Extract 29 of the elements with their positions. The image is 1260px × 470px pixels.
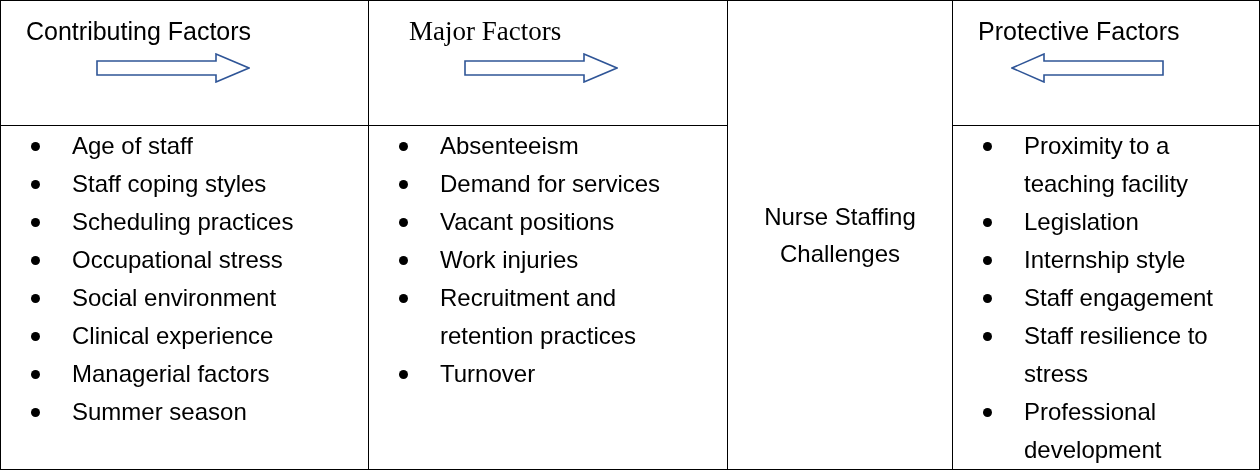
list-item: Social environment [72,283,278,313]
list-item: Staff engagement [1024,283,1215,313]
list-item: Legislation [1024,207,1140,237]
header-cell [952,0,1260,126]
list-item: Recruitment and retention practices [440,283,638,351]
list-item: Clinical experience [72,321,275,351]
list-item: Professional development [1024,397,1163,465]
center-text: Nurse Staffing Challenges [763,202,917,269]
header-text: Contributing Factors [26,16,252,47]
header-cell [0,0,369,126]
header-text: Major Factors [408,15,562,47]
list-item: Age of staff [72,131,194,161]
list-item: Demand for services [440,169,662,199]
list-cell [0,125,369,470]
header-text: Protective Factors [978,16,1180,47]
list-item: Proximity to a teaching facility [1024,131,1190,199]
list-item: Occupational stress [72,245,284,275]
list-item: Vacant positions [440,207,616,237]
list-item: Scheduling practices [72,207,295,237]
list-item: Managerial factors [72,359,271,389]
list-item: Absenteeism [440,131,580,161]
list-item: Staff resilience to stress [1024,321,1209,389]
list-item: Summer season [72,397,248,427]
list-item: Internship style [1024,245,1187,275]
list-item: Staff coping styles [72,169,268,199]
list-item: Turnover [440,359,537,389]
center-cell [727,0,953,470]
list-item: Work injuries [440,245,580,275]
list-cell [952,125,1260,470]
